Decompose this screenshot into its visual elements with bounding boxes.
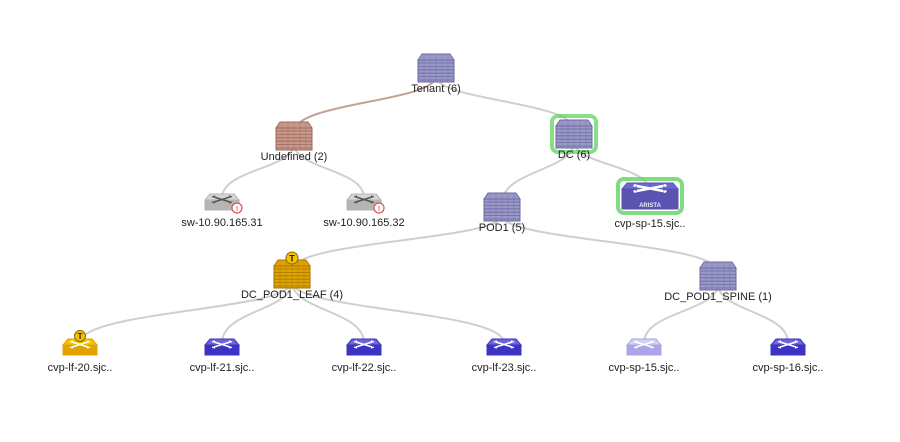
node-lf21[interactable]: cvp-lf-21.sjc.. — [190, 338, 255, 374]
container-stack-icon — [483, 192, 521, 222]
node-pod1[interactable]: POD1 (5) — [479, 192, 525, 234]
switch-warning-icon: ! — [345, 193, 385, 214]
node-label: Tenant (6) — [411, 83, 461, 95]
node-label: cvp-sp-16.sjc.. — [753, 362, 824, 374]
node-tenant[interactable]: Tenant (6) — [411, 53, 461, 95]
container-stack-icon — [699, 261, 737, 291]
node-label: cvp-lf-20.sjc.. — [48, 362, 113, 374]
node-label: cvp-lf-21.sjc.. — [190, 362, 255, 374]
node-label: DC_POD1_LEAF (4) — [241, 289, 343, 301]
node-sw2[interactable]: ! sw-10.90.165.32 — [323, 193, 405, 229]
link-pod1-spine — [501, 214, 719, 273]
arista-switch-icon — [203, 338, 241, 356]
container-stack-icon — [417, 53, 455, 83]
node-label: DC (6) — [558, 149, 590, 161]
svg-text:!: ! — [236, 206, 238, 213]
node-sp15b[interactable]: cvp-sp-15.sjc.. — [609, 338, 680, 374]
brand-text: ARISTA — [639, 203, 662, 209]
node-label: cvp-sp-15.sjc.. — [615, 218, 686, 230]
node-lf22[interactable]: cvp-lf-22.sjc.. — [332, 338, 397, 374]
container-stack-icon — [275, 121, 313, 151]
switch-warning-icon: ! — [203, 193, 243, 214]
link-leaf-lf20 — [79, 281, 293, 344]
arista-switch-icon — [769, 338, 807, 356]
warning-icon: ! — [373, 202, 385, 214]
arista-switch-icon: T — [61, 330, 99, 356]
node-label: DC_POD1_SPINE (1) — [664, 291, 772, 303]
link-spine-sp16 — [717, 283, 789, 344]
svg-text:T: T — [78, 332, 83, 341]
warning-icon: ! — [231, 202, 243, 214]
node-label: cvp-lf-22.sjc.. — [332, 362, 397, 374]
node-label: cvp-lf-23.sjc.. — [472, 362, 537, 374]
node-sw1[interactable]: ! sw-10.90.165.31 — [181, 193, 263, 229]
node-label: sw-10.90.165.32 — [323, 217, 404, 229]
node-lf23[interactable]: cvp-lf-23.sjc.. — [472, 338, 537, 374]
svg-text:T: T — [289, 254, 295, 264]
node-sp15a[interactable]: ARISTA cvp-sp-15.sjc.. — [615, 177, 686, 230]
svg-text:!: ! — [378, 206, 380, 213]
container-stack-icon — [550, 114, 598, 154]
arista-switch-icon: ARISTA — [616, 177, 684, 215]
link-leaf-lf21 — [221, 281, 293, 344]
link-leaf-lf23 — [291, 281, 505, 344]
tag-badge-icon: T — [285, 251, 299, 265]
topology-nodes: Tenant (6) Undefined (2) DC (6)! sw-10.90.1… — [48, 53, 824, 375]
link-undefined-sw1 — [221, 143, 295, 199]
tag-badge-icon: T — [74, 330, 86, 342]
node-undefined[interactable]: Undefined (2) — [261, 121, 328, 163]
topology-links — [79, 75, 789, 344]
node-sp16[interactable]: cvp-sp-16.sjc.. — [753, 338, 824, 374]
link-spine-sp15b — [643, 283, 719, 344]
container-stack-icon: T — [273, 251, 311, 289]
node-dc[interactable]: DC (6) — [550, 114, 598, 161]
arista-switch-icon — [345, 338, 383, 356]
node-label: sw-10.90.165.31 — [181, 217, 262, 229]
link-leaf-lf22 — [291, 281, 365, 344]
node-leaf[interactable]: T DC_POD1_LEAF (4) — [241, 251, 343, 301]
node-spine[interactable]: DC_POD1_SPINE (1) — [664, 261, 772, 303]
link-undefined-sw2 — [293, 143, 365, 199]
node-label: Undefined (2) — [261, 151, 328, 163]
node-label: POD1 (5) — [479, 222, 525, 234]
node-label: cvp-sp-15.sjc.. — [609, 362, 680, 374]
arista-switch-icon — [485, 338, 523, 356]
arista-switch-icon — [625, 338, 663, 356]
